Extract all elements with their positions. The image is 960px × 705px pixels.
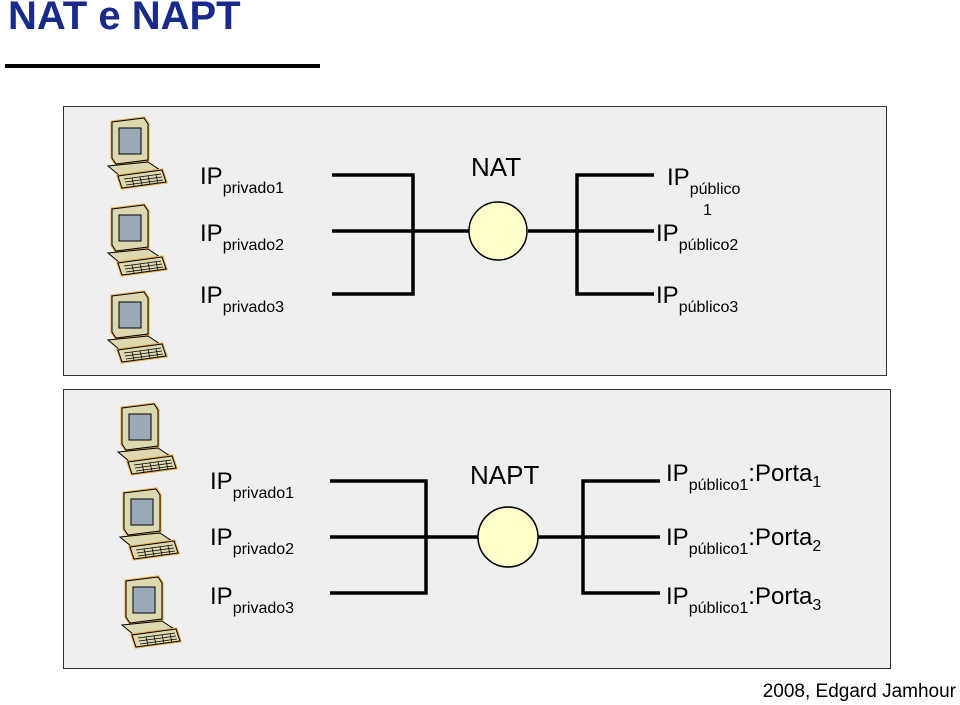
nat-public-label-3: IPpúblico3: [656, 282, 739, 316]
page-title: NAT e NAPT: [8, 0, 241, 38]
nat-public-label-1: IPpúblico: [667, 164, 741, 198]
napt-private-label-3: IPprivado3: [210, 583, 295, 617]
nat-private-label-2: IPprivado2: [200, 220, 285, 254]
napt-private-label-2: IPprivado2: [210, 524, 295, 558]
napt-private-label-1: IPprivado1: [210, 468, 295, 502]
desktop-computer-icon: [118, 487, 180, 561]
napt-heading: NAPT: [470, 460, 540, 490]
nat-public-label-2: IPpúblico2: [656, 220, 739, 254]
footer-credit: 2008, Edgard Jamhour: [762, 681, 956, 702]
nat-heading: NAT: [471, 152, 522, 182]
desktop-computer-icon: [116, 402, 178, 476]
nat-private-label-3: IPprivado3: [200, 282, 285, 316]
desktop-computer-icon: [106, 290, 168, 364]
napt-public-label-2: IPpúblico1:Porta2: [666, 524, 822, 558]
desktop-computer-icon: [106, 116, 168, 190]
nat-router: [468, 201, 528, 261]
napt-router: [477, 506, 539, 568]
napt-panel: [63, 389, 891, 669]
title-underline: [5, 64, 320, 68]
nat-private-label-1: IPprivado1: [200, 163, 285, 197]
desktop-computer-icon: [120, 575, 182, 649]
napt-public-label-3: IPpúblico1:Porta3: [666, 583, 822, 617]
napt-public-label-1: IPpúblico1:Porta1: [666, 460, 822, 494]
nat-public-label-1-index: 1: [703, 202, 712, 219]
desktop-computer-icon: [106, 203, 168, 277]
